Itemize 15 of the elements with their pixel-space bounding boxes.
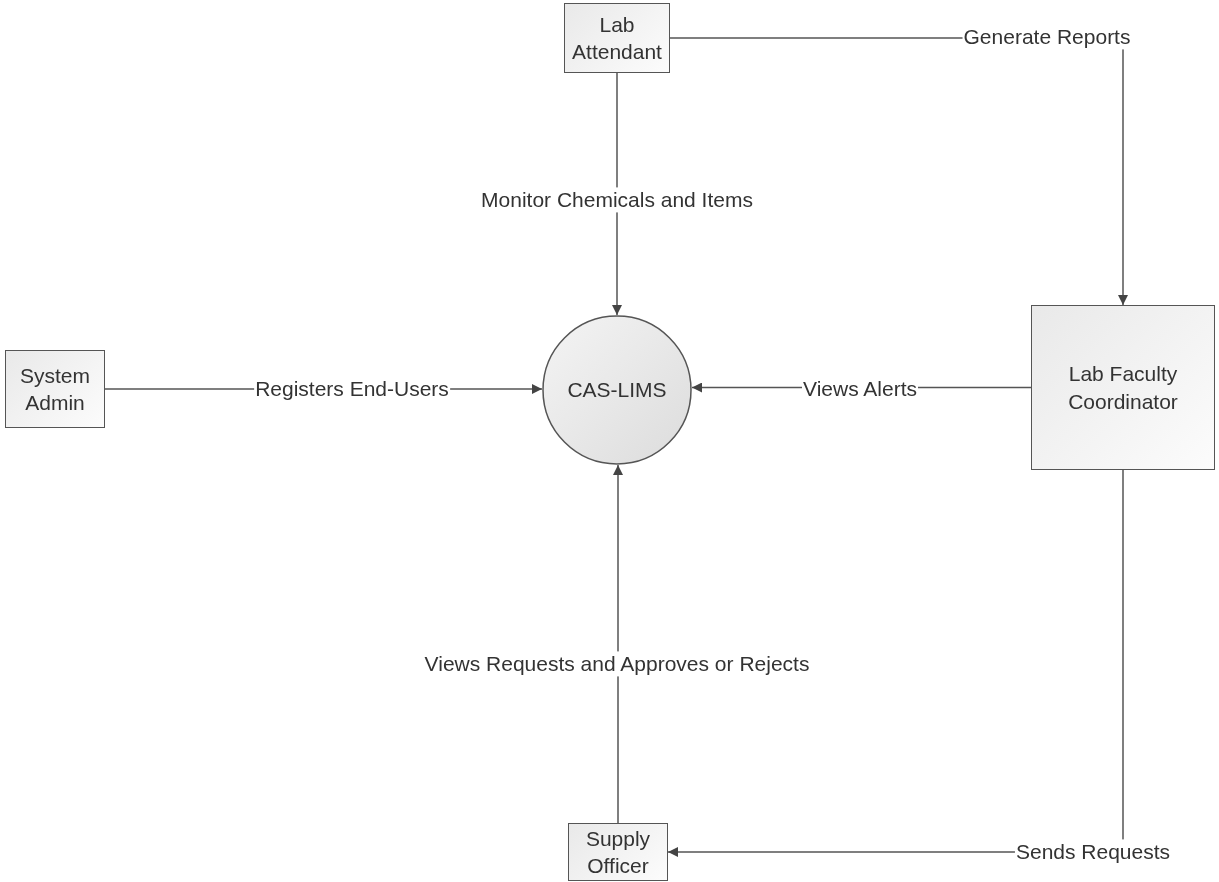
arrow bbox=[613, 464, 623, 824]
node-label: Supply Officer bbox=[584, 825, 652, 879]
edge-label: Sends Requests bbox=[1014, 839, 1172, 865]
node-label: Lab Faculty Coordinator bbox=[1067, 361, 1179, 415]
process-circle bbox=[542, 315, 692, 465]
node-label: Lab Attendant bbox=[571, 11, 663, 65]
entity-box bbox=[564, 3, 670, 73]
entity-box bbox=[568, 823, 668, 881]
node-label: CAS-LIMS bbox=[567, 377, 667, 404]
entity-box bbox=[1031, 305, 1215, 470]
edge-label: Views Requests and Approves or Rejects bbox=[423, 651, 811, 677]
node-label: System Admin bbox=[19, 362, 91, 416]
entity-box bbox=[5, 350, 105, 428]
edge-label: Monitor Chemicals and Items bbox=[480, 187, 754, 213]
arrow bbox=[612, 72, 622, 316]
